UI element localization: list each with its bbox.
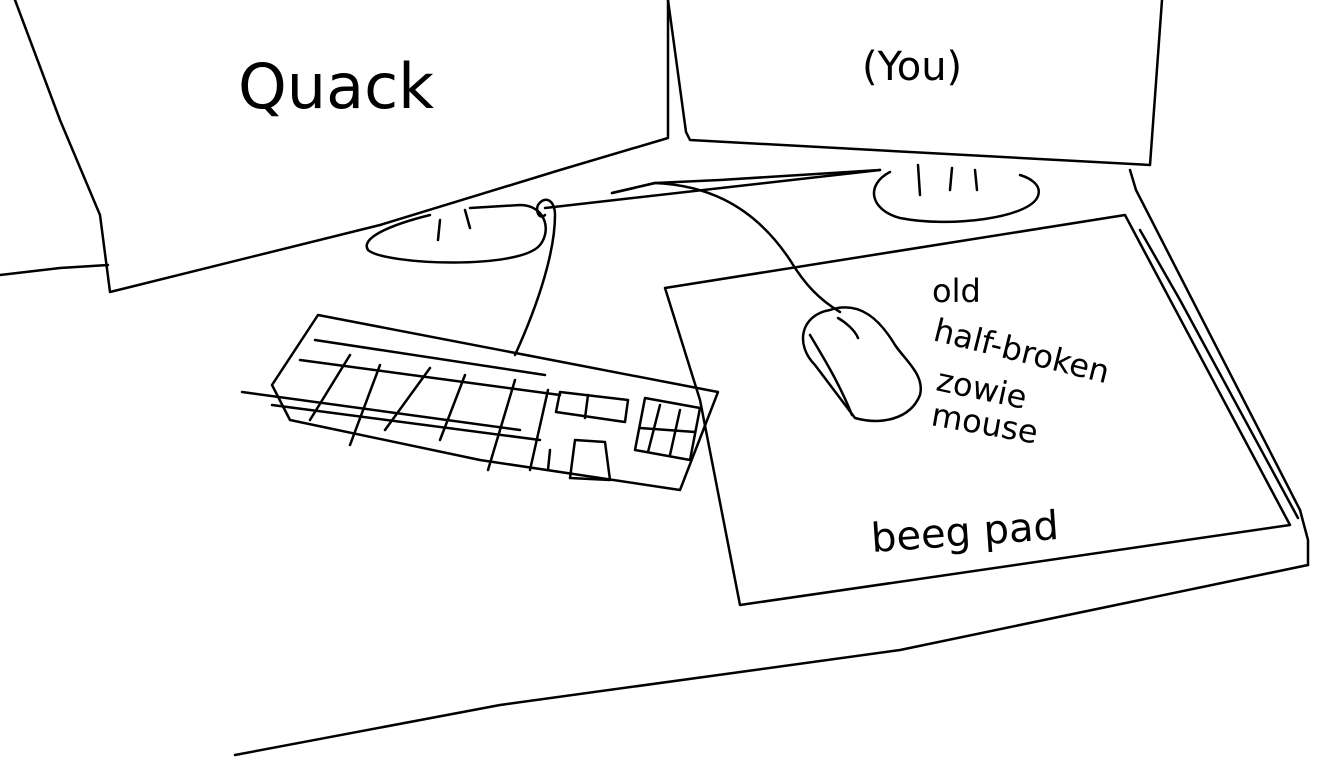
mouse-label-line-1: old (932, 272, 981, 310)
keyboard-key-line (546, 448, 552, 472)
keyboard (270, 313, 720, 492)
left-monitor-stand (365, 203, 547, 264)
keyboard-key-line (638, 426, 697, 434)
keyboard-row (313, 338, 547, 377)
right-stand-neck (916, 163, 979, 197)
mouse-pad (663, 213, 1292, 607)
desk-right-edge (1128, 168, 1310, 567)
mouse-button (808, 316, 860, 417)
keyboard-key-line (438, 373, 467, 442)
keyboard-numpad (633, 396, 702, 462)
keyboard-row (240, 390, 522, 432)
keyboard-row (298, 358, 562, 397)
keyboard-key-line (528, 388, 550, 472)
mouse-cable (610, 181, 842, 314)
keyboard-key-line (486, 378, 517, 472)
monitor-cable (543, 168, 882, 210)
keyboard-key-line (583, 393, 590, 420)
left-monitor-label: Quack (238, 50, 434, 123)
left-monitor (13, 0, 670, 294)
pad-label: beeg pad (869, 503, 1060, 562)
right-monitor-stand (872, 170, 1041, 224)
keyboard-key-line (348, 363, 382, 447)
desk-front-edge (233, 563, 1310, 757)
keyboard-key-line (383, 366, 432, 432)
mouse-pad-edge (1138, 228, 1300, 520)
keyboard-key-line (668, 408, 682, 457)
left-stand-neck (436, 208, 472, 242)
desk-back-edge-left (0, 263, 110, 277)
keyboard-arrow-keys (554, 390, 630, 424)
mouse-icon (801, 306, 923, 423)
keyboard-small-keys (568, 438, 612, 482)
right-monitor (666, 0, 1164, 167)
keyboard-cable (513, 198, 557, 357)
right-monitor-label: (You) (862, 44, 962, 90)
keyboard-key-line (308, 353, 352, 422)
